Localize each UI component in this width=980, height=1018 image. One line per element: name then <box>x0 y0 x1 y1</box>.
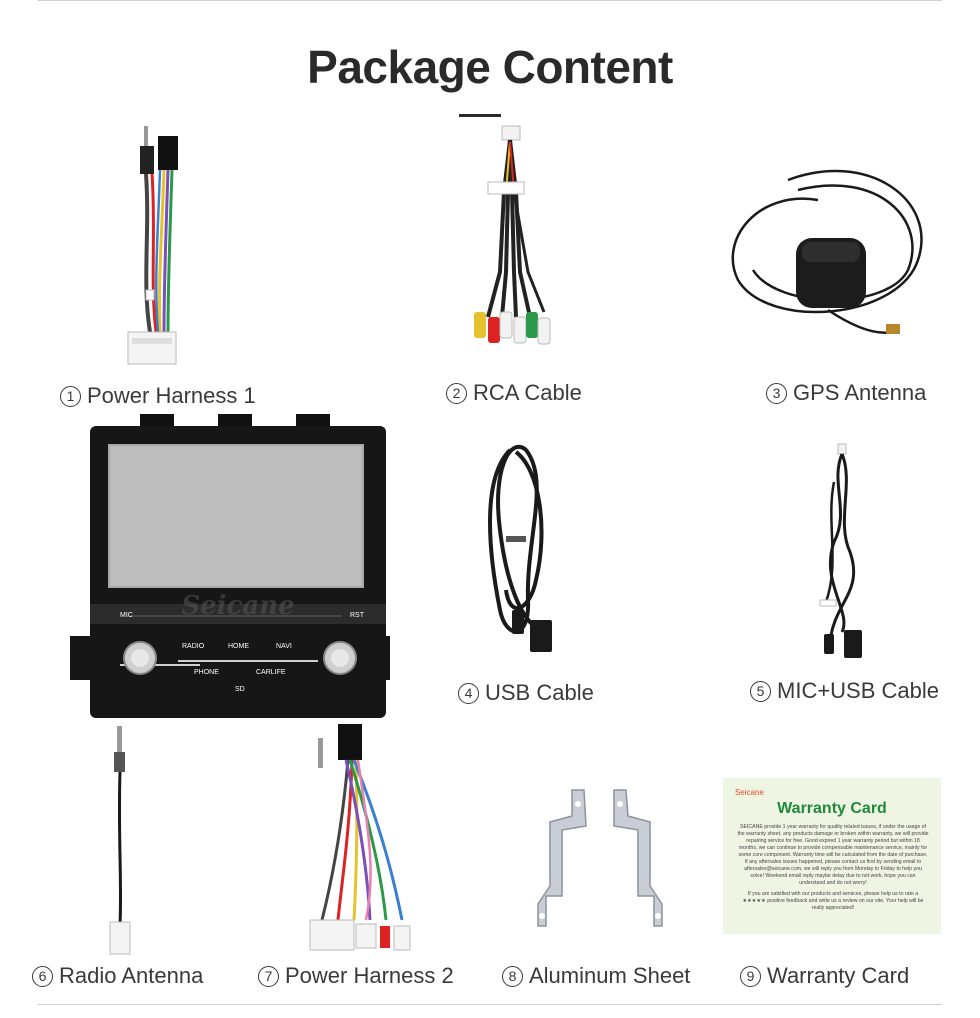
warranty-card-paragraph-2: If you are satisfied with our products a… <box>742 891 924 911</box>
power-harness-1-image <box>120 122 200 372</box>
warranty-card-paragraph-1: SEICANE provide 1 year warranty for qual… <box>737 824 929 886</box>
sd-label: SD <box>235 686 245 693</box>
rca-cable-image <box>460 122 560 372</box>
mic-label: MIC <box>120 612 133 619</box>
aluminum-sheet-image <box>532 786 672 936</box>
usb-cable-image <box>470 440 580 660</box>
seicane-watermark: Seicane <box>181 591 294 621</box>
warranty-card-brand: Seicane <box>735 788 764 797</box>
power-harness-2-image <box>302 720 422 960</box>
title-underline <box>459 114 501 117</box>
carlife-button-label: CARLIFE <box>256 669 286 676</box>
bottom-divider <box>38 1004 942 1005</box>
warranty-card-body: SEICANE provide 1 year warranty for qual… <box>737 824 929 916</box>
phone-button-label: PHONE <box>194 669 219 676</box>
navi-button-label: NAVI <box>276 643 292 650</box>
radio-antenna-image <box>100 724 140 956</box>
warranty-card-title: Warranty Card <box>777 800 887 817</box>
head-unit-image: Seicane MIC RST RADIO HOME NAVI PHONE CA… <box>70 414 390 720</box>
home-button-label: HOME <box>228 643 249 650</box>
warranty-card-image: Seicane Warranty Card SEICANE provide 1 … <box>723 778 941 934</box>
radio-button-label: RADIO <box>182 643 205 650</box>
top-divider <box>38 0 942 1</box>
mic-usb-cable-image <box>790 442 880 668</box>
gps-antenna-image <box>728 160 938 350</box>
rst-label: RST <box>350 612 365 619</box>
page-title: Package Content <box>307 41 673 93</box>
